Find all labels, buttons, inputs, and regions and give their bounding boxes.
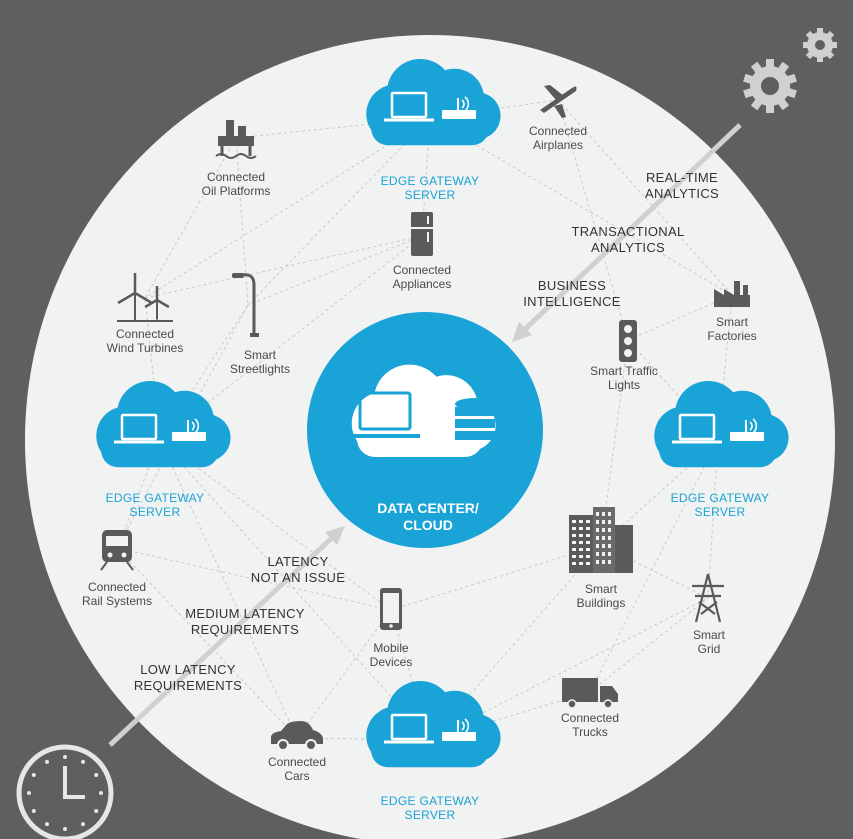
gateway-label-top: EDGE GATEWAY SERVER bbox=[380, 174, 480, 202]
smartphone-icon bbox=[380, 588, 402, 630]
device-label-factories: Smart Factories bbox=[707, 315, 757, 343]
laptop-icon bbox=[114, 413, 164, 444]
traffic-light-icon bbox=[619, 320, 637, 362]
power-tower-icon bbox=[692, 573, 724, 623]
car-icon bbox=[271, 721, 323, 751]
device-label-mobile: Mobile Devices bbox=[369, 641, 413, 669]
device-label-street: Smart Streetlights bbox=[229, 348, 291, 376]
gateway-left bbox=[96, 380, 231, 468]
device-label-appliances: Connected Appliances bbox=[392, 263, 452, 291]
laptop-icon bbox=[384, 91, 434, 122]
streetlight-icon bbox=[232, 273, 259, 337]
laptop-icon bbox=[350, 391, 420, 438]
data-center-label: DATA CENTER/ CLOUD bbox=[377, 500, 479, 533]
tier-label-latency: LATENCY NOT AN ISSUE bbox=[250, 554, 346, 585]
router-icon bbox=[172, 418, 206, 441]
airplane-icon bbox=[540, 85, 577, 118]
gateway-top bbox=[366, 58, 501, 146]
factory-icon bbox=[714, 281, 750, 307]
tier-label-medium: MEDIUM LATENCY REQUIREMENTS bbox=[185, 606, 305, 637]
device-label-grid: Smart Grid bbox=[692, 628, 726, 656]
train-icon bbox=[100, 530, 134, 571]
laptop-icon bbox=[384, 713, 434, 744]
buildings-icon bbox=[569, 507, 633, 573]
tier-label-realtime: REAL-TIME ANALYTICS bbox=[645, 170, 719, 201]
router-icon bbox=[442, 96, 476, 119]
router-icon bbox=[730, 418, 764, 441]
refrigerator-icon bbox=[411, 212, 433, 256]
time-arrow bbox=[108, 526, 345, 747]
device-label-rail: Connected Rail Systems bbox=[81, 580, 153, 608]
data-center-cloud bbox=[307, 312, 543, 548]
tier-label-bi: BUSINESS INTELLIGENCE bbox=[523, 278, 621, 309]
device-label-cars: Connected Cars bbox=[267, 755, 327, 783]
oil-platform-icon bbox=[215, 120, 257, 159]
gateway-label-left: EDGE GATEWAY SERVER bbox=[105, 491, 205, 519]
wind-turbine-icon bbox=[117, 273, 173, 322]
gateway-label-bottom: EDGE GATEWAY SERVER bbox=[380, 794, 480, 822]
database-icon bbox=[455, 398, 495, 440]
device-label-trucks: Connected Trucks bbox=[560, 711, 620, 739]
device-label-airplanes: Connected Airplanes bbox=[528, 124, 588, 152]
clock-icon bbox=[16, 744, 114, 839]
truck-icon bbox=[562, 678, 618, 709]
intelligence-arrow bbox=[512, 123, 742, 342]
tier-label-low: LOW LATENCY REQUIREMENTS bbox=[133, 662, 243, 693]
laptop-icon bbox=[672, 413, 722, 444]
router-icon bbox=[442, 718, 476, 741]
device-label-oil: Connected Oil Platforms bbox=[201, 170, 271, 198]
device-label-wind: Connected Wind Turbines bbox=[106, 327, 184, 355]
gears-icon bbox=[743, 28, 837, 113]
tier-label-transaction: TRANSACTIONAL ANALYTICS bbox=[571, 224, 685, 255]
device-label-traffic: Smart Traffic Lights bbox=[590, 364, 658, 392]
gateway-label-right: EDGE GATEWAY SERVER bbox=[670, 491, 770, 519]
device-label-buildings: Smart Buildings bbox=[576, 582, 626, 610]
gateway-right bbox=[654, 380, 789, 468]
gateway-bottom bbox=[366, 680, 501, 768]
